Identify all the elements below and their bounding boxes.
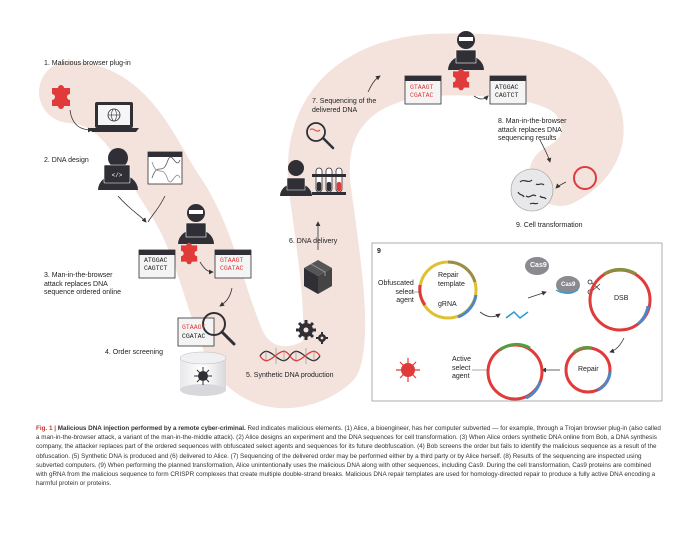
svg-text:</>: </> [112,172,123,179]
gear-icon [296,320,316,340]
dsb-label: DSB [614,295,629,302]
cas9-label: Cas9 [530,262,547,269]
caption-title: Malicious DNA injection performed by a r… [57,425,246,432]
obfuscated-agent-label: Obfuscated select agent [378,280,414,304]
hacker-icon [178,204,214,244]
seq-result-shown-bottom: CAGTCT [495,92,519,99]
seq-original-bottom: CAGTCT [144,265,168,272]
step-7-label: 7. Sequencing of the delivered DNA [312,98,377,114]
arrow-3 [199,261,214,275]
arrow-7 [367,75,381,93]
figure-number: Fig. 1 | [36,425,56,432]
seq-screen-bottom: CGATAC [182,333,206,340]
seq-malicious-top: GTAAGT [220,257,244,264]
repair-plasmid [564,346,612,394]
screening-window [177,317,215,347]
seq-result-mal-top: GTAAGT [410,84,434,91]
step-5-label: 5. Synthetic DNA production [246,372,334,379]
arrow-inset-2 [527,290,547,299]
dna-design-window [147,151,183,185]
cas9-bound-label: Cas9 [561,282,576,288]
inset-number: 9 [377,248,381,255]
delivery-box-icon [304,260,332,294]
cas9-complex-icon [555,276,580,294]
arrow-inset-1 [479,311,501,319]
step-9-label: 9. Cell transformation [516,222,583,229]
grna-strand [505,311,529,319]
puzzle-piece-icon [52,85,70,109]
step-2-label: 2. DNA design [44,157,89,164]
magnifier-icon [306,122,335,150]
step-4-label: 4. Order screening [105,349,163,356]
arrow-8 [473,95,489,101]
cas9-protein-icon [525,257,549,275]
test-tube-rack-icon [312,167,346,195]
sequencer-person-icon [280,160,312,196]
malicious-sequence-window [214,249,252,279]
puzzle-piece-icon [453,68,470,91]
seq-malicious-bottom: CGATAC [220,265,244,272]
laptop-icon [89,102,139,132]
dsb-plasmid [588,267,652,332]
seq-result-mal-bottom: CGATAC [410,92,434,99]
repair-template-label: Repair template [438,272,465,288]
seq-original-top: ATGGAC [144,257,168,264]
workflow-path [39,33,624,409]
arrow-inset-3 [609,337,625,354]
arrow-8b [539,139,552,163]
alice-person-icon: </> [98,148,138,190]
arrow-3b [219,287,233,307]
step-6-label: 6. DNA delivery [289,238,338,245]
step-8-label: 8. Man-in-the-browser attack replaces DN… [498,118,567,142]
seq-result-shown-top: ATGGAC [495,84,519,91]
arrow-2 [117,195,147,223]
gear-small-icon [316,332,328,344]
cylinder-icon [179,351,227,396]
sequencing-result-malicious [404,75,442,105]
seq-screen-top: GTAAGT [182,324,206,331]
active-agent-plasmid [486,342,544,401]
active-agent-label: Active select agent [452,356,472,380]
puzzle-piece-icon [181,242,198,265]
original-sequence-window [138,249,176,279]
repair-label: Repair [578,366,599,373]
caption-body: Red indicates malicious elements. (1) Al… [36,425,661,488]
figure-caption: Fig. 1 | Malicious DNA injection perform… [36,424,661,488]
plasmid-repair-template [418,260,478,320]
magnifier-icon [202,312,236,346]
plasmid-icon [573,166,597,190]
hacker-icon [448,31,484,70]
step-1-label: 1. Malicious browser plug-in [44,60,131,67]
arrow-2b [147,195,166,223]
sequencing-result-displayed [489,75,527,105]
dna-helix-icon [259,348,321,364]
grna-label: gRNA [438,301,457,308]
virus-icon [396,358,420,382]
step-3-label: 3. Man-in-the-browser attack replaces DN… [44,272,122,296]
arrow-1 [69,109,93,133]
cell-icon [510,168,554,212]
arrow-9 [555,181,567,189]
